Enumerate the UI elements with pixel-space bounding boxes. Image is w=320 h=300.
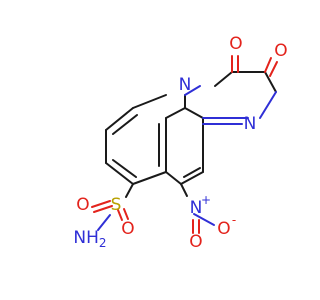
bond (269, 61, 278, 77)
atom-label: NH2 (73, 228, 106, 250)
bond (165, 171, 182, 185)
bond (264, 71, 277, 93)
nh-label: NH (73, 228, 99, 248)
bond (183, 167, 201, 178)
bond (214, 71, 233, 87)
atom-label: N (190, 198, 203, 218)
bond (91, 200, 111, 208)
bond (97, 214, 111, 231)
bond (184, 85, 201, 96)
bond (132, 171, 167, 185)
bond (105, 162, 134, 185)
bond (125, 183, 134, 198)
atom-label: N (244, 114, 257, 134)
bond (105, 107, 134, 131)
bond (165, 107, 186, 119)
bond (123, 208, 129, 220)
molecule-structure-canvas: N O O N S O O NH2 N + O - O (73, 34, 287, 252)
bond (259, 91, 277, 119)
bond (264, 57, 272, 73)
atom-label: O (217, 219, 230, 239)
atom-label: S (111, 195, 122, 215)
bond (180, 171, 204, 185)
atom-label: N (179, 75, 192, 95)
bond (180, 183, 188, 197)
bond (117, 209, 123, 221)
bond (193, 213, 215, 226)
bond (112, 114, 138, 135)
atom-label: O (121, 219, 134, 239)
atom-label: O (229, 34, 242, 54)
bond (112, 159, 137, 178)
charge-label: - (232, 213, 236, 227)
bond (184, 107, 204, 119)
atom-label: O (76, 195, 89, 215)
molecule-structure-diagram: N O O N S O O NH2 N + O - O (73, 34, 287, 252)
bond (132, 94, 167, 109)
bond (93, 205, 113, 213)
subscript-label: 2 (99, 236, 107, 250)
charge-label: + (201, 193, 211, 207)
atom-labels: N O O N S O O NH2 N + O - O (73, 34, 287, 252)
atom-label: O (189, 232, 202, 252)
atom-label: O (274, 41, 287, 61)
bonds (91, 55, 278, 234)
